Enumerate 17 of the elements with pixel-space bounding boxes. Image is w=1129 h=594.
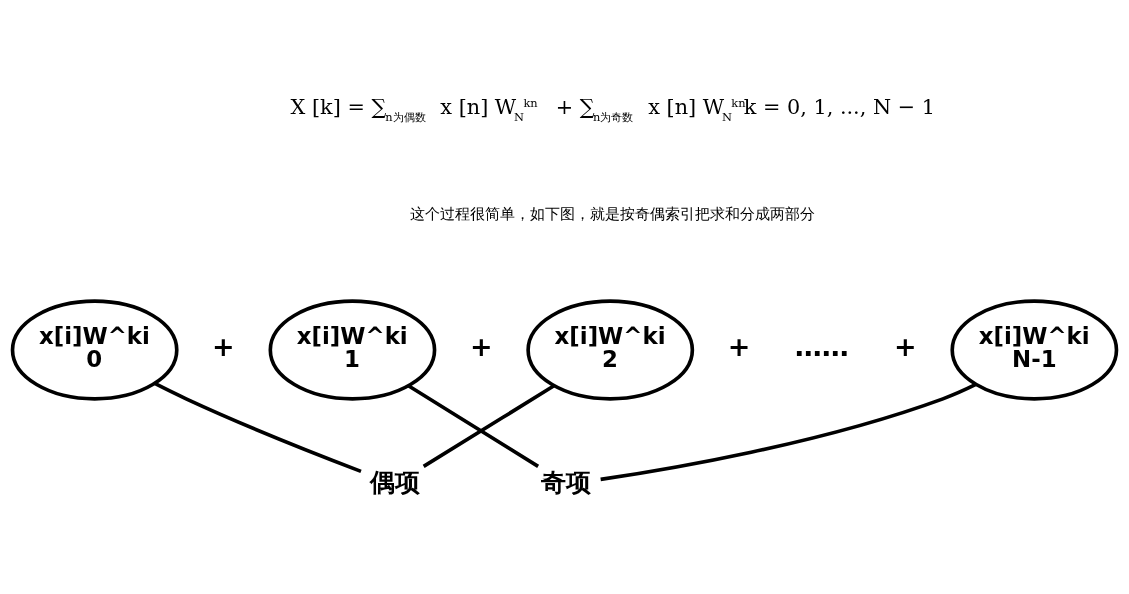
node-ellipse: x[i]W^ki 0 — [10, 298, 179, 401]
label: X [k] = ∑$_{n为偶数}$ x [n] W$_{N}$$^{kn}$ + ∑$_{n为奇数}$ x [n] W$_{N}$$^{kn}$k = 0, 1, ..., N − 1 — [290, 94, 935, 124]
node-text: 奇项 — [541, 467, 592, 497]
label: 这个过程很简单，如下图，就是按奇偶索引把求和分成两部分 — [410, 204, 816, 222]
node-ellipse: x[i]W^ki 1 — [268, 298, 437, 401]
node-ellipse: x[i]W^ki 2 — [526, 298, 695, 401]
label: + — [469, 330, 493, 361]
connector — [153, 381, 362, 473]
node-text: 偶项 — [369, 467, 420, 497]
label: + — [212, 330, 235, 361]
label: …… — [794, 330, 849, 361]
label: + — [894, 330, 917, 361]
label: + — [727, 330, 751, 361]
connector — [407, 383, 540, 468]
connector — [600, 382, 977, 481]
connector — [422, 383, 555, 468]
node-ellipse: x[i]W^ki N-1 — [950, 298, 1119, 401]
